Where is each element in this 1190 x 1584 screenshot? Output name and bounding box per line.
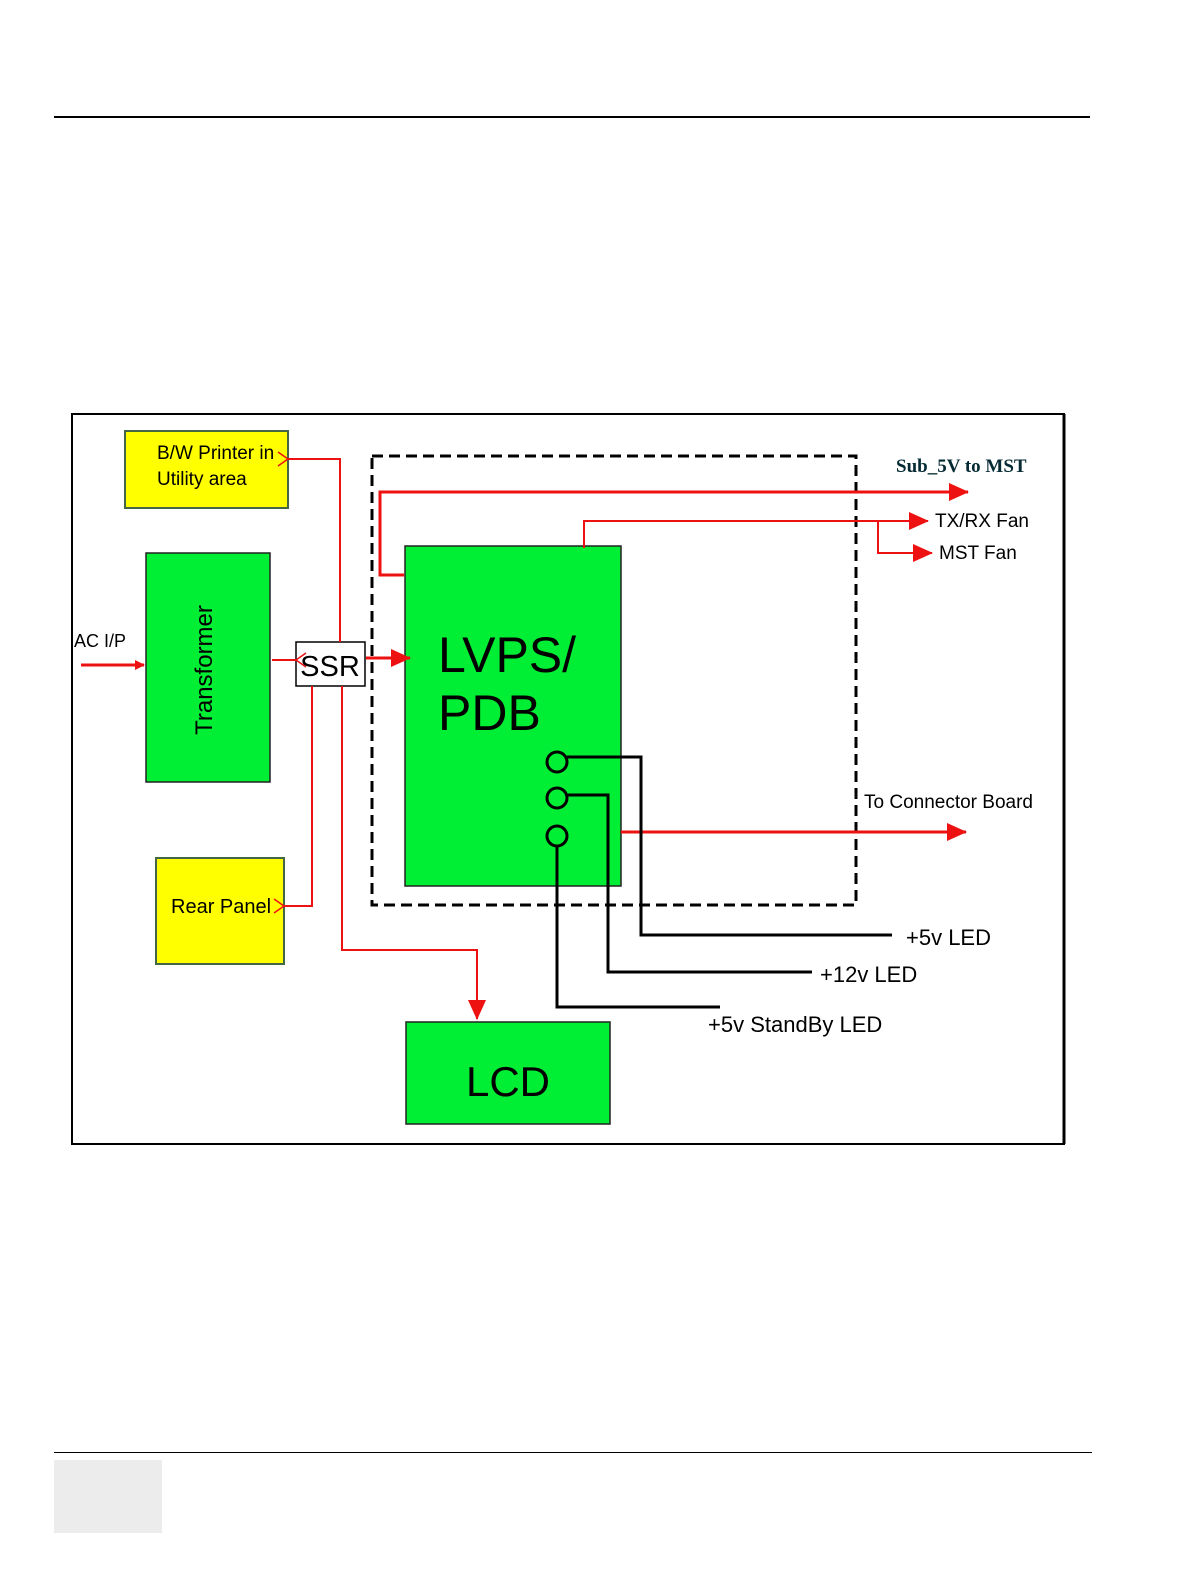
lvps-label-line2: PDB <box>438 685 541 741</box>
sub-5v-label: Sub_5V to MST <box>896 456 1027 477</box>
printer-label-line2: Utility area <box>157 469 247 490</box>
led-5v-label: +5v LED <box>906 925 991 950</box>
connector-board-label: To Connector Board <box>864 792 1033 813</box>
txrx-fan-label: TX/RX Fan <box>935 511 1029 532</box>
lcd-label: LCD <box>466 1058 550 1105</box>
ssr-label: SSR <box>300 651 360 683</box>
led-standby-label: +5v StandBy LED <box>708 1012 882 1037</box>
printer-label-line1: B/W Printer in <box>157 443 274 464</box>
footer-page-box <box>54 1460 162 1533</box>
lvps-label-line1: LVPS/ <box>438 627 576 683</box>
footer-rule <box>54 1452 1092 1453</box>
ac-input-label: AC I/P <box>74 631 126 651</box>
rear-panel-label: Rear Panel <box>171 896 271 918</box>
led-12v-label: +12v LED <box>820 962 917 987</box>
transformer-label: Transformer <box>191 605 218 735</box>
mst-fan-label: MST Fan <box>939 543 1017 564</box>
